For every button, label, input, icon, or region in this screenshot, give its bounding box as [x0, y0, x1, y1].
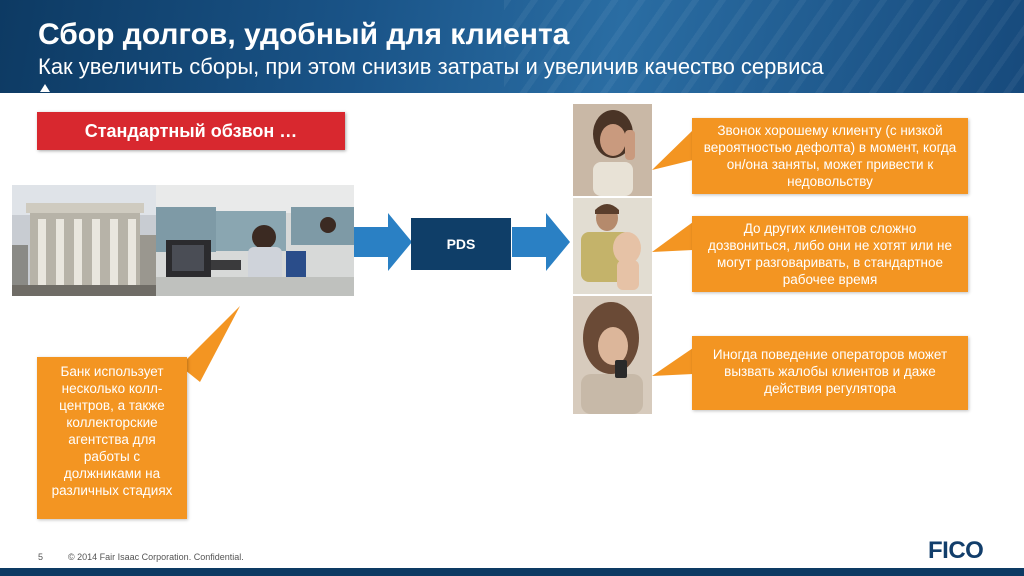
footer-bar — [0, 568, 1024, 576]
header-banner — [0, 0, 1024, 93]
callout-bank-call-centers: Банк использует несколько колл-центров, … — [37, 357, 187, 519]
standard-calling-label: Стандартный обзвон … — [37, 112, 345, 150]
copyright: © 2014 Fair Isaac Corporation. Confident… — [68, 552, 244, 562]
slide-subtitle: Как увеличить сборы, при этом снизив зат… — [38, 54, 824, 79]
callout-1-tail — [652, 130, 693, 170]
callout-2-tail — [652, 222, 693, 252]
arrow-to-pds — [354, 213, 412, 271]
call-center-photo — [156, 185, 354, 296]
header-notch — [40, 84, 50, 92]
woman-texting-photo — [573, 296, 652, 414]
bank-building-photo — [12, 185, 156, 296]
arrow-to-clients — [512, 213, 570, 271]
callout-hard-to-reach: До других клиентов сложно дозвониться, л… — [692, 216, 968, 292]
pds-box: PDS — [411, 218, 511, 270]
callout-operator-complaints: Иногда поведение операторов может вызват… — [692, 336, 968, 410]
callout-busy-good-client: Звонок хорошему клиенту (с низкой вероят… — [692, 118, 968, 194]
callout-3-tail — [652, 348, 693, 376]
man-with-baby-photo — [573, 198, 652, 294]
header-decoration — [504, 0, 1024, 93]
left-callout-tail — [180, 306, 240, 382]
slide-title: Сбор долгов, удобный для клиента — [38, 18, 570, 51]
woman-on-phone-photo — [573, 104, 652, 196]
fico-logo: FICO — [928, 537, 984, 564]
page-number: 5 — [38, 552, 44, 562]
